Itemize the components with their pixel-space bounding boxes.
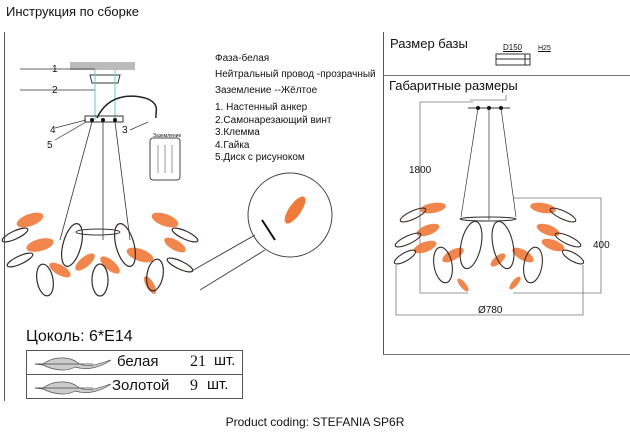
leaf-name: белая [117, 353, 159, 370]
ceiling-hatch [70, 62, 135, 70]
detail-zoom-circle [189, 172, 333, 291]
leaf-icon [34, 357, 112, 371]
leaf-name: Золотой [112, 377, 170, 394]
base-height: H25 [538, 45, 551, 52]
chandelier-drawing [1, 212, 199, 297]
dimensions-drawing [393, 95, 602, 316]
leaf-count: 9 [190, 377, 198, 394]
diameter-label: Ø780 [478, 305, 503, 316]
left-border [4, 32, 5, 401]
part-item: 4.Гайка [215, 139, 250, 151]
right-panel-divider [383, 75, 630, 76]
neutral-label: Нейтральный провод -прозрачный [215, 69, 376, 80]
dimensions-title: Габаритные размеры [389, 78, 518, 93]
leaf-unit: шт. [207, 376, 229, 393]
leaf-unit: шт. [214, 352, 236, 369]
base-size-title: Размер базы [390, 36, 468, 51]
leaf-row-white: белая 21 шт. [27, 351, 242, 374]
part-item: 1. Настенный анкер [215, 102, 308, 113]
part-item: 5.Диск с рисуноком [215, 152, 305, 163]
leaf-icon [34, 381, 112, 395]
parts-list: 1. Настенный анкер 2.Самонарезающий винт… [215, 102, 331, 165]
terminal-ground-label: Заземление [153, 133, 182, 139]
page-title: Инструкция по сборке [6, 4, 139, 19]
base-diameter: D150 [503, 43, 523, 52]
height-total-label: 1800 [409, 165, 432, 176]
part-item: 2.Самонарезающий винт [215, 114, 332, 126]
callout-1: 1 [52, 64, 58, 75]
callout-3: 3 [122, 125, 128, 136]
socket-label: Цоколь: 6*E14 [26, 328, 133, 345]
part-item: 3.Клемма [215, 127, 260, 138]
product-coding: Product coding: STEFANIA SP6R [225, 415, 405, 429]
leaf-table: белая 21 шт. Золотой 9 шт. [26, 350, 243, 399]
callout-5: 5 [47, 140, 53, 151]
right-panel-border [383, 32, 384, 355]
callout-2: 2 [52, 85, 58, 96]
height-body-label: 400 [593, 240, 610, 251]
ground-label: Заземление --Жёлтое [215, 85, 318, 96]
phase-label: Фаза-белая [215, 53, 270, 64]
leaf-row-gold: Золотой 9 шт. [27, 374, 242, 398]
callout-4: 4 [50, 125, 56, 136]
base-drawing [495, 53, 531, 66]
assembly-diagram [1, 62, 333, 297]
right-panel-bottom [383, 354, 630, 355]
leaf-count: 21 [190, 353, 206, 370]
